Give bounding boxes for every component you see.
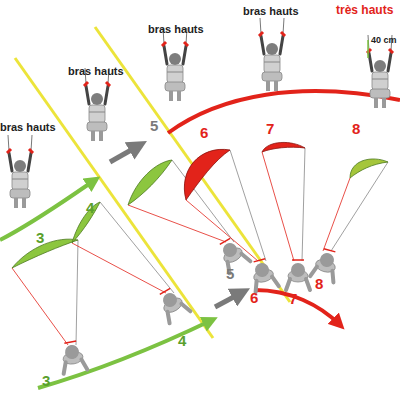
- dimension-label: 40 cm: [371, 36, 397, 45]
- step-number: 8: [352, 121, 360, 136]
- step-number: 5: [150, 118, 158, 133]
- instruction-text: bras hauts: [148, 24, 204, 35]
- step-number: 3: [42, 373, 50, 388]
- step-number: 7: [266, 121, 274, 136]
- step-number: 4: [178, 333, 186, 348]
- instruction-text: bras hauts: [0, 122, 56, 133]
- step-number: 7: [289, 291, 297, 306]
- instruction-text: bras hauts: [68, 66, 124, 77]
- step-number: 4: [86, 200, 94, 215]
- instruction-text: très hauts: [336, 4, 393, 16]
- instruction-text: bras hauts: [243, 6, 299, 17]
- step-number: 6: [250, 290, 258, 305]
- step-number: 6: [200, 125, 208, 140]
- step-number: 3: [36, 230, 44, 245]
- step-number: 8: [315, 276, 323, 291]
- step-number: 5: [226, 266, 234, 281]
